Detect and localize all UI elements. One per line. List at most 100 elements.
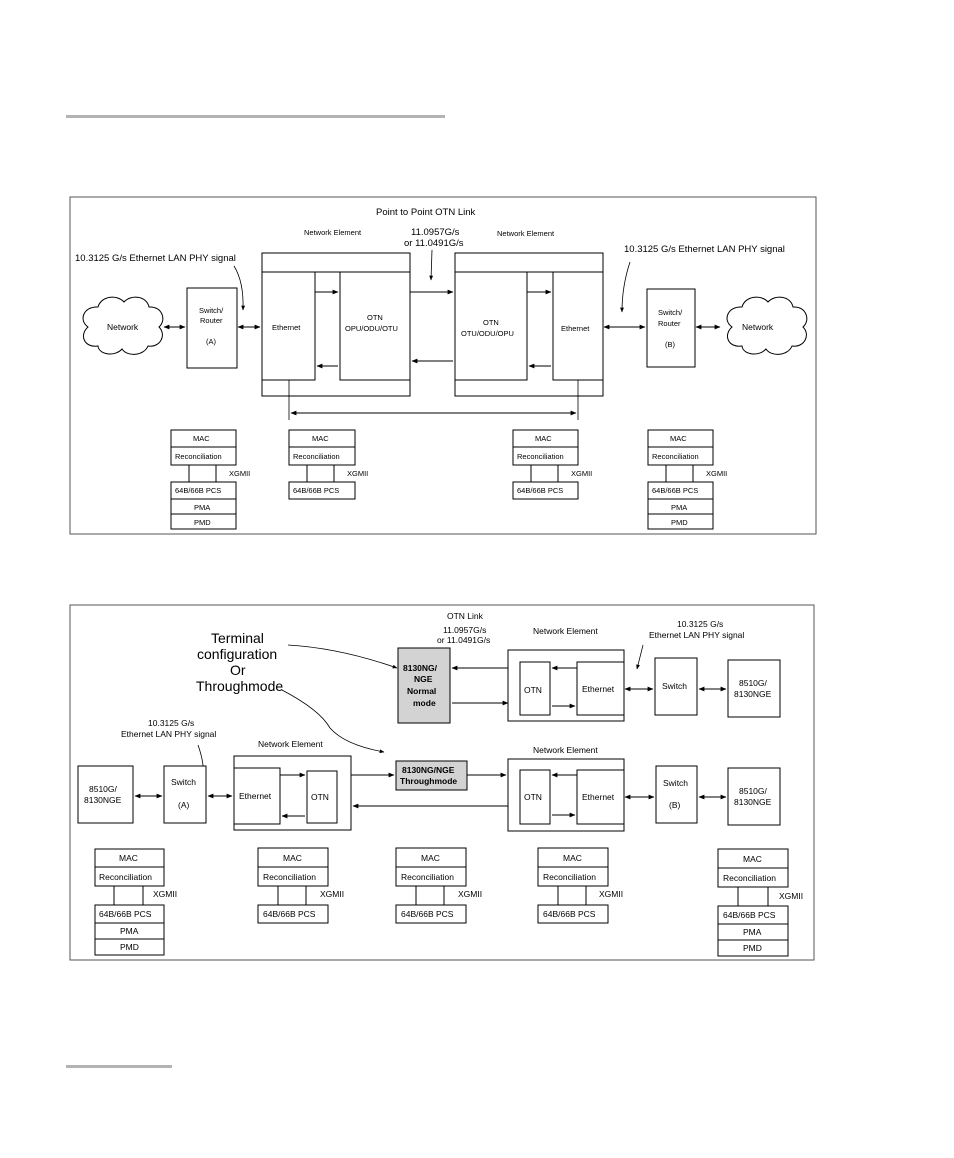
- stack-layer-label: PMA: [120, 926, 139, 936]
- device-right: [727, 767, 781, 826]
- layer-box: [647, 446, 714, 466]
- ne-top-label: Network Element: [533, 626, 598, 636]
- stack-layer-label: Reconciliation: [401, 872, 454, 882]
- stack-layer-label: XGMII: [458, 889, 482, 899]
- stack-layer-label: 64B/66B PCS: [543, 909, 596, 919]
- ne-left-label: Network Element: [304, 228, 362, 237]
- switch-a-line3: (A): [206, 337, 217, 346]
- ethernet-left-label-2: Ethernet: [239, 791, 272, 801]
- protocol-stack-2-4: MAC Reconciliation XGMII 64B/66B PCS: [537, 847, 623, 924]
- stack-layer-label: XGMII: [347, 469, 368, 478]
- otn-right-label-2: OTN: [524, 792, 542, 802]
- switch-a-line1-2: Switch: [171, 777, 196, 787]
- protocol-stack-2-2: MAC Reconciliation XGMII 64B/66B PCS: [257, 847, 344, 924]
- stack-layer-label: 64B/66B PCS: [401, 909, 454, 919]
- switch-top-label: Switch: [662, 681, 687, 691]
- otn-left-box: [339, 271, 411, 381]
- stack-layer-label: MAC: [535, 434, 552, 443]
- otn-link-line3: or 11.0491G/s: [437, 635, 490, 645]
- ethernet-left-box: [261, 271, 316, 381]
- switch-b-line2: Router: [658, 319, 681, 328]
- rate-pointer: [429, 249, 434, 281]
- stack-layer-label: XGMII: [599, 889, 623, 899]
- device-top: [727, 659, 781, 718]
- layer-box: [94, 866, 165, 887]
- signal-left-line1: 10.3125 G/s: [148, 718, 194, 728]
- otn-link-line2: 11.0957G/s: [443, 625, 486, 635]
- terminal-line2: configuration: [197, 646, 277, 662]
- figure-2: OTN Link 11.0957G/s or 11.0491G/s Termin…: [69, 604, 815, 961]
- otn-left-box-2: [306, 770, 338, 824]
- stack-layer-label: Reconciliation: [723, 873, 776, 883]
- stack-layer-label: MAC: [312, 434, 329, 443]
- normal-line3: Normal: [407, 686, 436, 696]
- stack-layer-label: PMD: [743, 943, 762, 953]
- through-line2: Throughmode: [400, 776, 457, 786]
- switch-b-line2-2: (B): [669, 800, 681, 810]
- normal-line4: mode: [413, 698, 436, 708]
- stack-layer-label: Reconciliation: [175, 452, 222, 461]
- switch-b-line1: Switch/: [658, 308, 683, 317]
- layer-box: [395, 904, 467, 924]
- otn-right-line1: OTN: [483, 318, 499, 327]
- stack-layer-label: Reconciliation: [652, 452, 699, 461]
- stack-layer-label: Reconciliation: [543, 872, 596, 882]
- stack-layer-label: Reconciliation: [99, 872, 152, 882]
- signal-left-line2: Ethernet LAN PHY signal: [121, 729, 216, 739]
- switch-a-line2-2: (A): [178, 800, 190, 810]
- ne-right-label-2: Network Element: [533, 745, 598, 755]
- rate-line-2: or 11.0491G/s: [404, 238, 464, 249]
- stack-layer-label: 64B/66B PCS: [723, 910, 776, 920]
- otn-link-line1: OTN Link: [447, 611, 484, 621]
- switch-b: [655, 765, 698, 824]
- stack-layer-label: XGMII: [779, 891, 803, 901]
- layer-box: [512, 446, 579, 466]
- stack-layer-label: XGMII: [571, 469, 592, 478]
- switch-router-a: [186, 287, 238, 369]
- stack-layer-label: MAC: [193, 434, 210, 443]
- signal-right-label: 10.3125 G/s Ethernet LAN PHY signal: [624, 244, 785, 255]
- switch-top: [654, 657, 698, 716]
- ethernet-left-box-2: [233, 767, 281, 825]
- network-right-cloud: Network: [726, 296, 808, 355]
- layer-box: [257, 904, 329, 924]
- signal-left-label: 10.3125 G/s Ethernet LAN PHY signal: [75, 253, 236, 264]
- stack-layer-label: MAC: [421, 853, 440, 863]
- otn-left-line2: OPU/ODU/OTU: [345, 324, 398, 333]
- ethernet-left-label: Ethernet: [272, 323, 301, 332]
- figure-1-title: Point to Point OTN Link: [376, 207, 476, 218]
- signal-top-line2: Ethernet LAN PHY signal: [649, 630, 744, 640]
- ethernet-right-box: [552, 271, 604, 381]
- device-right-line2: 8130NGE: [734, 797, 772, 807]
- layer-box: [647, 513, 714, 530]
- stack-layer-label: PMA: [671, 503, 687, 512]
- stack-layer-label: MAC: [119, 853, 138, 863]
- network-right-label: Network: [742, 322, 774, 332]
- header-rule: [66, 115, 445, 118]
- terminal-pointer-top: [287, 644, 398, 669]
- stack-layer-label: PMA: [194, 503, 210, 512]
- otn-right-box-2: [519, 769, 551, 825]
- otn-top-box: [519, 661, 551, 716]
- connector-line: [82, 296, 164, 355]
- device-left-line1: 8510G/: [89, 784, 118, 794]
- stack-layer-label: 64B/66B PCS: [263, 909, 316, 919]
- normal-mode-box: [397, 647, 451, 724]
- layer-box: [537, 866, 609, 887]
- layer-box: [512, 481, 579, 500]
- switch-a-line2: Router: [200, 316, 223, 325]
- signal-left-pointer: [233, 265, 246, 311]
- stack-layer-label: MAC: [563, 853, 582, 863]
- layer-box: [257, 866, 329, 887]
- terminal-pointer-bottom: [281, 689, 385, 754]
- layer-box: [717, 867, 789, 888]
- layer-box: [288, 481, 356, 500]
- device-top-line1: 8510G/: [739, 678, 768, 688]
- stack-layer-label: 64B/66B PCS: [293, 486, 339, 495]
- device-left: [77, 765, 134, 824]
- layer-box: [170, 446, 237, 466]
- ethernet-top-box: [576, 661, 625, 716]
- footer-rule: [66, 1065, 172, 1068]
- stack-layer-label: 64B/66B PCS: [99, 909, 152, 919]
